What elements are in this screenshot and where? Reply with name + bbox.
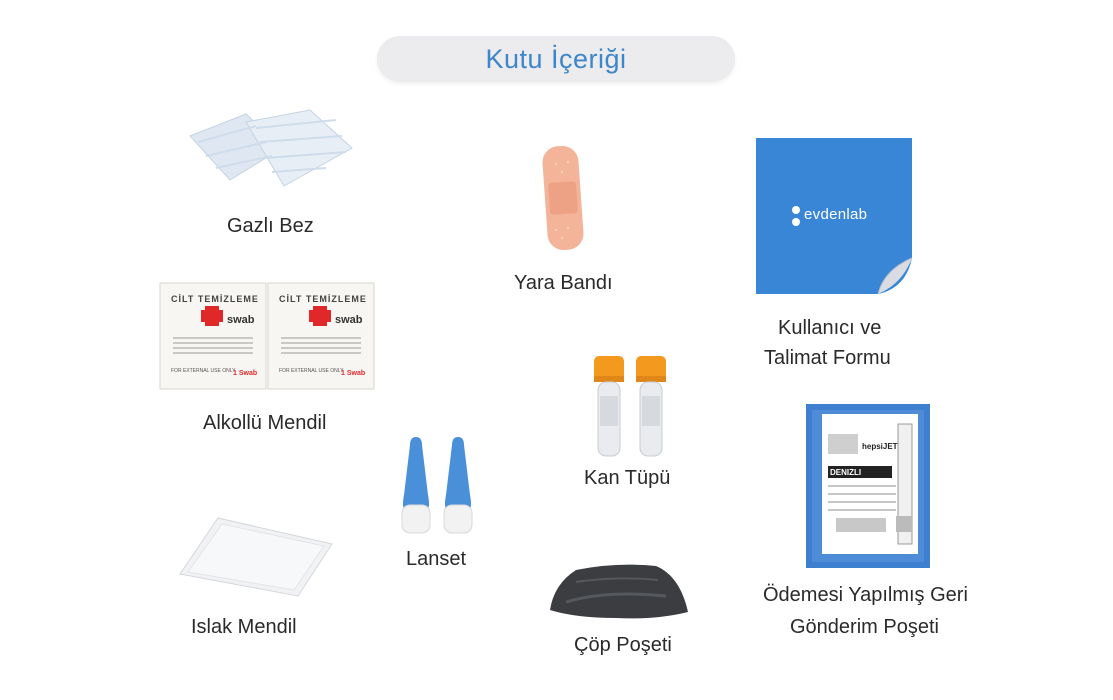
trash-bag-label: Çöp Poşeti [574,634,672,656]
form-label-line2: Talimat Formu [764,347,891,369]
return-bag-carrier: hepsiJET [862,442,898,451]
alcohol-swab-image: CİLT TEMİZLEME CİLT TEMİZLEME swab swab … [159,282,375,390]
form-image: evdenlab [756,138,914,296]
evdenlab-logo-text: evdenlab [804,206,868,223]
swab-pack-title-right: CİLT TEMİZLEME [279,294,367,304]
swab-count-right: 1 Swab [341,370,366,377]
return-bag-image: hepsiJET DENIZLI [806,404,930,568]
swab-brand-left: swab [227,314,255,326]
return-bag-city: DENIZLI [830,468,862,477]
section-title: Kutu İçeriği [485,43,627,74]
wet-wipe-image [178,514,334,598]
blood-tube-label: Kan Tüpü [584,467,671,489]
blood-tube-image [588,356,674,458]
swab-footer-right: FOR EXTERNAL USE ONLY [279,368,344,374]
gauze-image [186,108,356,188]
form-label-line1: Kullanıcı ve [778,317,882,339]
lancet-label: Lanset [406,548,467,570]
gauze-label: Gazlı Bez [227,215,314,237]
section-title-pill: Kutu İçeriği [377,36,735,82]
swab-footer-left: FOR EXTERNAL USE ONLY [171,368,236,374]
swab-count-left: 1 Swab [233,370,258,377]
swab-pack-title-left: CİLT TEMİZLEME [171,294,259,304]
return-bag-label-line1: Ödemesi Yapılmış Geri [763,584,968,606]
trash-bag-image [546,560,690,624]
alcohol-swab-label: Alkollü Mendil [203,412,327,434]
lancet-image [398,435,482,535]
swab-brand-right: swab [335,314,363,326]
return-bag-label-line2: Gönderim Poşeti [790,616,939,638]
bandage-label: Yara Bandı [514,272,613,294]
wet-wipe-label: Islak Mendil [191,616,297,638]
bandage-image [540,144,586,252]
